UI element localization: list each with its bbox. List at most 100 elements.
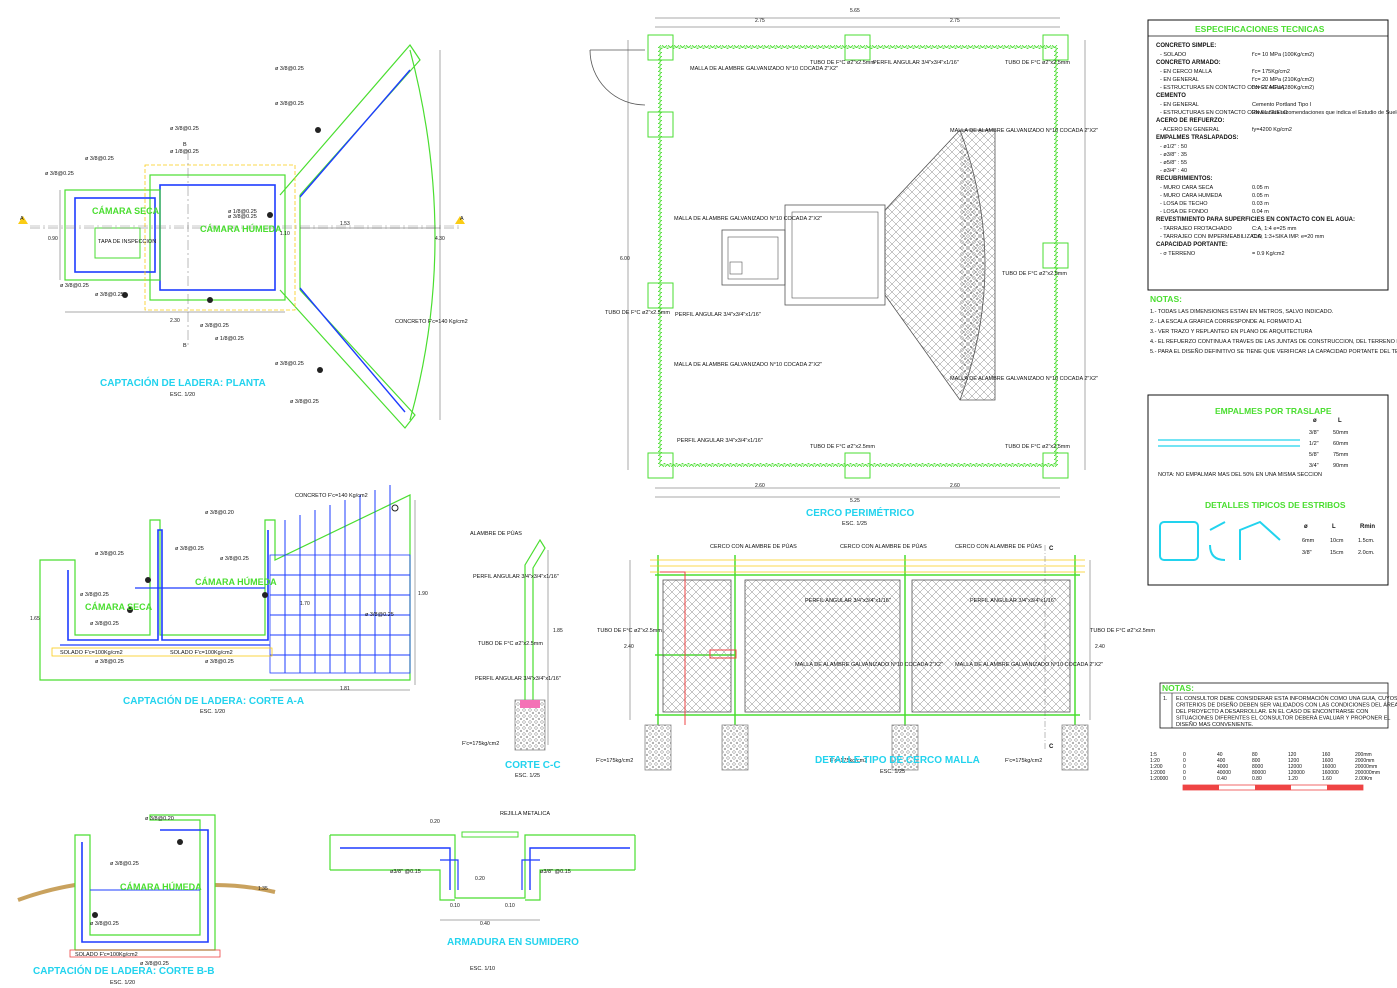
planta-drawing: A A B B ø 3/8@0.25 ø 3/8@0.25 ø 3/8@0.25… bbox=[18, 44, 468, 429]
planta-bar-label-1: ø 3/8@0.25 bbox=[275, 66, 304, 72]
corte-aa-drawing: CONCRETO F'c=140 Kg/cm2 ø 3/8@0.20 ø 3/8… bbox=[30, 485, 428, 715]
scale-cell: 4000 bbox=[1217, 764, 1228, 770]
section-a-right: A bbox=[460, 216, 464, 222]
corte-bb-bar-1: ø 3/8@0.20 bbox=[145, 816, 174, 822]
spec-heading: CEMENTO bbox=[1156, 93, 1186, 99]
scale-cell: 0 bbox=[1183, 752, 1186, 758]
malla-title: DETALLE TIPO DE CERCO MALLA bbox=[815, 755, 980, 766]
scale-cell: 2.00Km bbox=[1355, 776, 1372, 782]
spec-key: - EN GENERAL bbox=[1160, 102, 1199, 108]
corte-cc-tubo: TUBO DE F°C ø2"x2.5mm bbox=[478, 641, 543, 647]
planta-bar-label-8: ø 1/8@0.25 bbox=[228, 209, 257, 215]
corte-bb-title: CAPTACIÓN DE LADERA: CORTE B-B bbox=[33, 964, 214, 977]
notas-panel: NOTAS: 1.- TODAS LAS DIMENSIONES ESTAN E… bbox=[1150, 294, 1397, 355]
cerco-malla-4: MALLA DE ALAMBRE GALVANIZADO N°10 COCADA… bbox=[674, 362, 822, 368]
corte-bb-bar-2: ø 3/8@0.25 bbox=[110, 861, 139, 867]
specs-title: ESPECIFICACIONES TECNICAS bbox=[1195, 24, 1325, 34]
scale-cell: 1:20000 bbox=[1150, 776, 1168, 782]
spec-key: - EN GENERAL bbox=[1160, 77, 1199, 83]
malla-perfil-2: PERFIL ANGULAR 3/4"x3/4"x1/16" bbox=[970, 598, 1056, 604]
scale-cell: 1.20 bbox=[1288, 776, 1298, 782]
scale-cell: 1200 bbox=[1288, 758, 1299, 764]
corte-bb-bar-3: ø 3/8@0.25 bbox=[90, 921, 119, 927]
planta-dim-230: 2.30 bbox=[170, 318, 180, 324]
spec-value: C:A, 1:4 e=25 mm bbox=[1252, 226, 1297, 232]
scale-cell: 20000mm bbox=[1355, 764, 1377, 770]
sumidero-bar-right: ø3/8" @0.15 bbox=[540, 869, 571, 875]
scale-cell: 1.60 bbox=[1322, 776, 1332, 782]
spec-key: - ESTRUCTURAS EN CONTACTO CON EL AGUA bbox=[1160, 85, 1285, 91]
corte-cc-fc: F'c=175kg/cm2 bbox=[462, 741, 499, 747]
scale-cell: 120 bbox=[1288, 752, 1297, 758]
spec-heading: CONCRETO ARMADO: bbox=[1156, 60, 1221, 66]
detalle-malla-drawing: CERCO CON ALAMBRE DE PÚAS CERCO CON ALAM… bbox=[596, 543, 1155, 775]
emp-cell: 3/4" bbox=[1309, 463, 1319, 469]
cerco-malla-1: MALLA DE ALAMBRE GALVANIZADO N°10 COCADA… bbox=[690, 66, 838, 72]
spec-value: Revisar las recomendaciones que indica e… bbox=[1252, 110, 1397, 116]
scale-cell: 0 bbox=[1183, 764, 1186, 770]
spec-heading: ACERO DE REFUERZO: bbox=[1156, 118, 1224, 124]
planta-bar-label-2: ø 3/8@0.25 bbox=[275, 101, 304, 107]
cerco-tubo-6: TUBO DE F°C ø2"x2.5mm bbox=[1005, 444, 1070, 450]
planta-concreto: CONCRETO F'c=140 Kg/cm2 bbox=[395, 319, 468, 325]
spec-key: - ø3/8" : 35 bbox=[1160, 152, 1187, 158]
malla-malla-1: MALLA DE ALAMBRE GALVANIZADO N°10 COCADA… bbox=[795, 662, 943, 668]
corte-cc-dim-185: 1.85 bbox=[553, 628, 563, 634]
corte-aa-bar-8: ø 3/8@0.25 bbox=[95, 659, 124, 665]
corte-bb-drawing: ø 3/8@0.20 ø 3/8@0.25 ø 3/8@0.25 ø 3/8@0… bbox=[17, 814, 276, 986]
cerco-malla-3: MALLA DE ALAMBRE GALVANIZADO N°10 COCADA… bbox=[674, 216, 822, 222]
malla-cerco-puas-1: CERCO CON ALAMBRE DE PÚAS bbox=[710, 543, 797, 550]
scale-cell: 80 bbox=[1252, 752, 1258, 758]
cerco-dim-260b: 2.60 bbox=[950, 483, 960, 489]
spec-key: - TARRAJEO CON IMPERMEABILIZADO bbox=[1160, 234, 1263, 240]
empalmes-title: EMPALMES POR TRASLAPE bbox=[1215, 406, 1332, 416]
corte-aa-dim-165: 1.65 bbox=[30, 616, 40, 622]
sumidero-bar-left: ø3/8" @0.15 bbox=[390, 869, 421, 875]
nota-item: 3.- VER TRAZO Y REPLANTEO EN PLANO DE AR… bbox=[1150, 329, 1313, 335]
scale-cell: 400 bbox=[1217, 758, 1226, 764]
emp-header: L bbox=[1338, 418, 1342, 424]
spec-value: f'c= 27 MPa (280Kg/cm2) bbox=[1252, 85, 1314, 91]
malla-cerco-puas-3: CERCO CON ALAMBRE DE PÚAS bbox=[955, 543, 1042, 550]
planta-camara-seca: CÁMARA SECA bbox=[92, 206, 160, 216]
notas2-num: 1. bbox=[1163, 696, 1168, 702]
estribos-title: DETALLES TIPICOS DE ESTRIBOS bbox=[1205, 500, 1346, 510]
corte-aa-camara-seca: CÁMARA SECA bbox=[85, 602, 153, 612]
est-cell: 1.5cm. bbox=[1358, 538, 1375, 544]
emp-cell: 5/8" bbox=[1309, 452, 1319, 458]
sumidero-dim-040: 0.40 bbox=[480, 921, 490, 927]
corte-cc-alambre: ALAMBRE DE PÚAS bbox=[470, 530, 522, 537]
spec-key: - ø1/2" : 50 bbox=[1160, 144, 1187, 150]
corte-aa-dim-190: 1.90 bbox=[418, 591, 428, 597]
spec-key: - ACERO EN GENERAL bbox=[1160, 127, 1220, 133]
corte-cc-perfil-1: PERFIL ANGULAR 3/4"x3/4"x1/16" bbox=[473, 574, 559, 580]
scale-cell: 120000 bbox=[1288, 770, 1305, 776]
corte-cc-perfil-2: PERFIL ANGULAR 3/4"x3/4"x1/16" bbox=[475, 676, 561, 682]
scale-cell: 1600 bbox=[1322, 758, 1333, 764]
est-cell: 2.0cm. bbox=[1358, 550, 1375, 556]
corte-aa-concreto: CONCRETO F'c=140 Kg/cm2 bbox=[295, 493, 368, 499]
corte-aa-bar-2: ø 3/8@0.25 bbox=[95, 551, 124, 557]
spec-value: Cemento Portland Tipo I bbox=[1252, 102, 1312, 108]
emp-cell: 3/8" bbox=[1309, 430, 1319, 436]
corte-aa-camara-humeda: CÁMARA HÚMEDA bbox=[195, 576, 277, 587]
spec-value: 0.04 m bbox=[1252, 209, 1269, 215]
corte-aa-bar-5: ø 3/8@0.25 bbox=[365, 612, 394, 618]
corte-bb-solado: SOLADO F'c=100Kg/cm2 bbox=[75, 952, 138, 958]
scale-cell: 0 bbox=[1183, 770, 1186, 776]
spec-key: - ESTRUCTURAS EN CONTACTO CON EL SUELO bbox=[1160, 110, 1288, 116]
corte-cc-title: CORTE C-C bbox=[505, 760, 561, 771]
corte-bb-scale: ESC. 1/20 bbox=[110, 980, 135, 986]
notas-title: NOTAS: bbox=[1150, 294, 1182, 304]
planta-bar-label-11: ø 3/8@0.25 bbox=[200, 323, 229, 329]
section-b-bottom: B bbox=[183, 343, 187, 349]
corte-aa-bar-9: ø 3/8@0.25 bbox=[205, 659, 234, 665]
spec-value: = 0.9 Kg/cm2 bbox=[1252, 251, 1285, 257]
spec-key: - MURO CARA HUMEDA bbox=[1160, 193, 1222, 199]
planta-bar-label-6: ø 1/8@0.25 bbox=[170, 149, 199, 155]
planta-dim-110: 1.10 bbox=[280, 231, 290, 237]
cerco-scale: ESC. 1/25 bbox=[842, 521, 867, 527]
planta-title: CAPTACIÓN DE LADERA: PLANTA bbox=[100, 376, 266, 389]
